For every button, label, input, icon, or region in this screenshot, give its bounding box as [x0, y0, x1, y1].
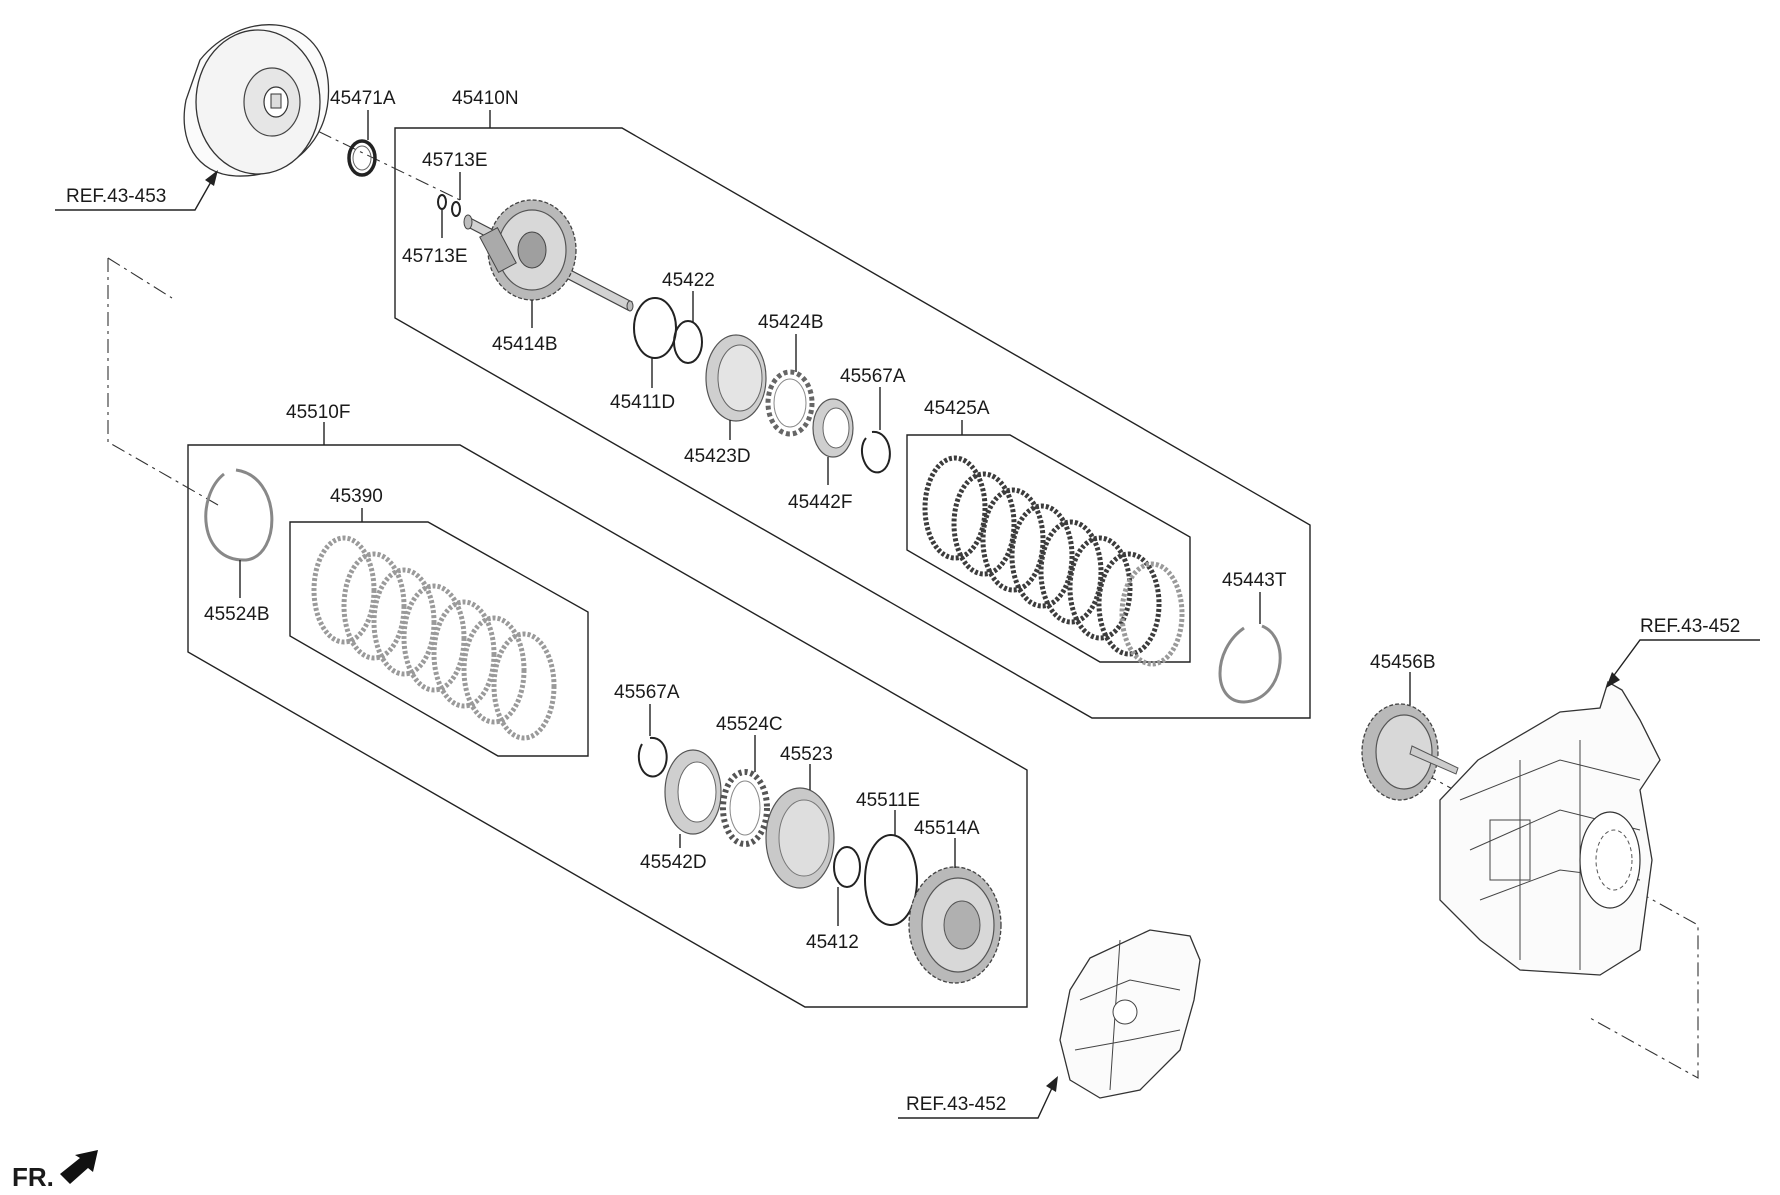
- label-45567A-top: 45567A: [840, 366, 906, 387]
- snapring-45524B-icon: [204, 468, 274, 562]
- ref-arrow-bottom-icon: [1046, 1076, 1058, 1092]
- front-arrow-icon: [60, 1150, 98, 1184]
- spring-45524C-icon: [720, 769, 770, 847]
- label-45414B: 45414B: [492, 334, 558, 355]
- oring-45713E-b-icon: [451, 201, 461, 217]
- clutch-pack-45425A-icon: [922, 455, 1185, 667]
- ring-45412-icon: [833, 846, 861, 888]
- transmission-cover-icon: [1059, 929, 1201, 1099]
- label-45410N: 45410N: [452, 88, 519, 109]
- label-45422: 45422: [662, 270, 715, 291]
- group-box-45410N: [394, 127, 1311, 719]
- plate-45442F-icon: [812, 398, 854, 458]
- snapring-45567A-bottom-icon: [637, 736, 668, 778]
- label-45514A: 45514A: [914, 818, 980, 839]
- group-box-45510F: [187, 444, 1028, 1008]
- plate-45542D-icon: [664, 749, 722, 835]
- label-45713E-top: 45713E: [422, 150, 488, 171]
- ref-label-right: REF.43-452: [1640, 616, 1740, 637]
- group-box-45425A: [906, 434, 1191, 663]
- axis-line-left: [107, 257, 173, 299]
- ref-leader-top-left: [55, 179, 213, 211]
- torque-converter-icon: [183, 24, 330, 177]
- front-label: FR.: [12, 1162, 54, 1192]
- drum-45514A-icon: [908, 866, 1002, 984]
- label-45523: 45523: [780, 744, 833, 765]
- label-45510F: 45510F: [286, 402, 350, 423]
- label-45411D: 45411D: [610, 392, 675, 413]
- label-45424B: 45424B: [758, 312, 824, 333]
- ring-45422-icon: [673, 320, 703, 364]
- label-45456B: 45456B: [1370, 652, 1436, 673]
- label-45567A-bot: 45567A: [614, 682, 680, 703]
- axis-line-left-vertical: [107, 258, 219, 506]
- shaft-gear-45414B-icon: [463, 199, 634, 312]
- label-45390: 45390: [330, 486, 383, 507]
- group-box-45390: [289, 521, 589, 757]
- ref-arrow-top-left-icon: [205, 170, 218, 186]
- label-45524B: 45524B: [204, 604, 270, 625]
- snapring-45443T-icon: [1218, 624, 1282, 704]
- label-45443T: 45443T: [1222, 570, 1287, 591]
- piston-45423D-icon: [705, 334, 767, 422]
- spring-45424B-icon: [765, 369, 815, 437]
- ring-45471A-icon: [347, 139, 377, 177]
- label-45425A: 45425A: [924, 398, 990, 419]
- label-45524C: 45524C: [716, 714, 783, 735]
- ref-leader-right: [1611, 639, 1760, 679]
- transmission-case-icon: [1439, 681, 1661, 976]
- gear-45456B-icon: [1361, 703, 1459, 801]
- clutch-pack-45390-icon: [311, 535, 557, 741]
- snapring-45567A-top-icon: [861, 430, 891, 474]
- label-45412: 45412: [806, 932, 859, 953]
- ref-arrow-right-icon: [1606, 672, 1620, 688]
- ref-leader-bottom: [898, 1087, 1053, 1119]
- label-45713E-bot: 45713E: [402, 246, 468, 267]
- ref-label-top-left: REF.43-453: [66, 186, 166, 207]
- label-45423D: 45423D: [684, 446, 751, 467]
- piston-45523-icon: [765, 787, 835, 889]
- ring-45411D-icon: [633, 297, 677, 359]
- label-45442F: 45442F: [788, 492, 852, 513]
- label-45471A: 45471A: [330, 88, 396, 109]
- label-45511E: 45511E: [856, 790, 920, 811]
- ring-45511E-icon: [864, 834, 918, 926]
- oring-45713E-a-icon: [437, 194, 447, 210]
- ref-label-bottom: REF.43-452: [906, 1094, 1006, 1115]
- label-45542D: 45542D: [640, 852, 707, 873]
